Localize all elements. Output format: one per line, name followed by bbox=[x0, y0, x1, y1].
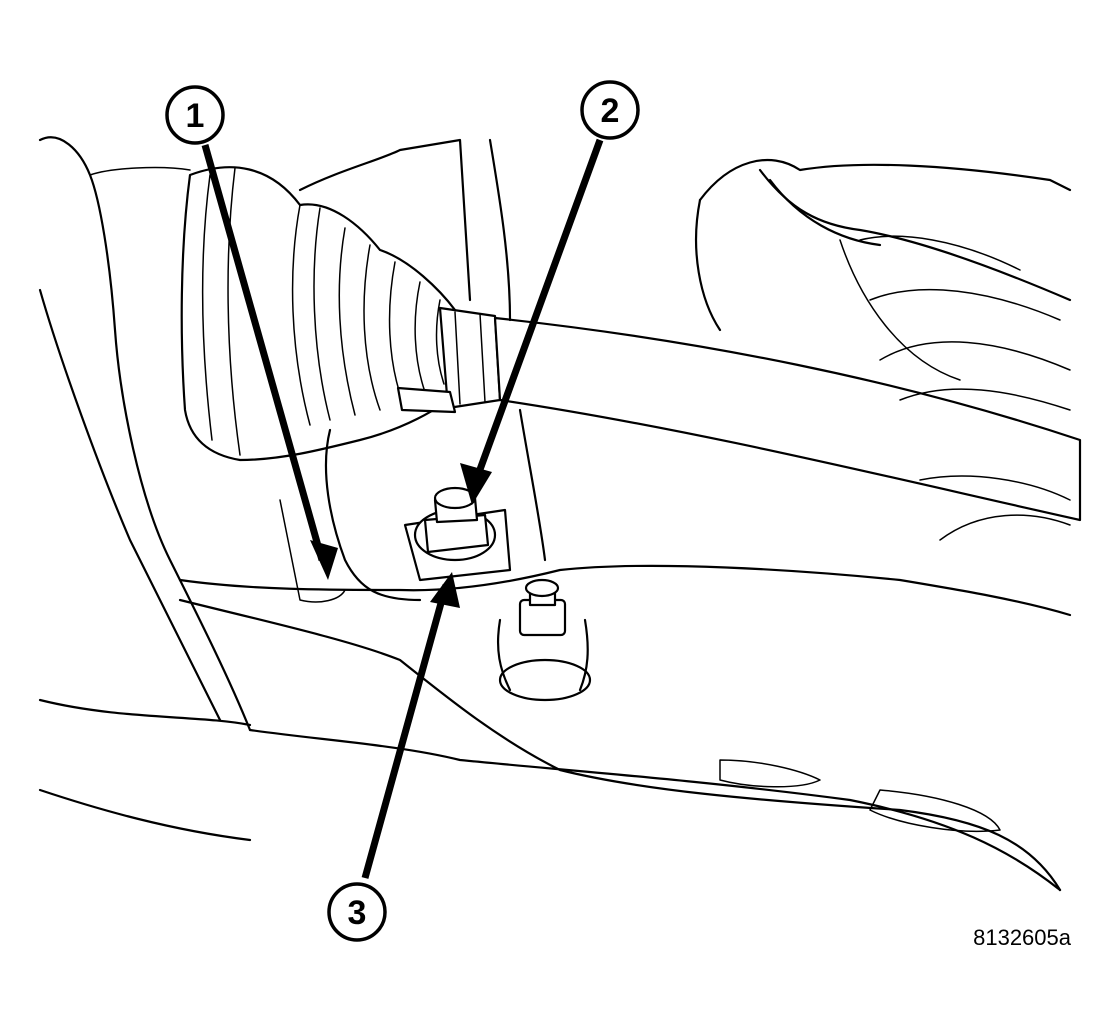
cv-boot bbox=[180, 166, 462, 462]
figure-id: 8132605a bbox=[973, 925, 1071, 950]
leader-arrowhead-1 bbox=[310, 540, 338, 580]
boot-clamp bbox=[396, 306, 502, 414]
callout-2-label: 2 bbox=[601, 92, 620, 130]
callout-1-label: 1 bbox=[186, 97, 205, 135]
callout-3-label: 3 bbox=[348, 894, 367, 932]
lower-control-arm bbox=[178, 564, 1072, 892]
axle-shaft bbox=[493, 316, 1082, 522]
leader-arrowhead-2 bbox=[460, 463, 492, 505]
strut-spring bbox=[694, 158, 1072, 541]
leader-arrowhead-3 bbox=[430, 572, 460, 608]
callout-3: 3 bbox=[327, 882, 387, 942]
callout-1: 1 bbox=[165, 85, 225, 145]
control-arm-bushing bbox=[496, 578, 592, 702]
callout-leaders bbox=[201, 138, 604, 879]
knuckle-bracket bbox=[279, 138, 547, 603]
left-body-panel bbox=[38, 136, 252, 842]
ball-joint-stud bbox=[403, 486, 512, 582]
callout-2: 2 bbox=[580, 80, 640, 140]
